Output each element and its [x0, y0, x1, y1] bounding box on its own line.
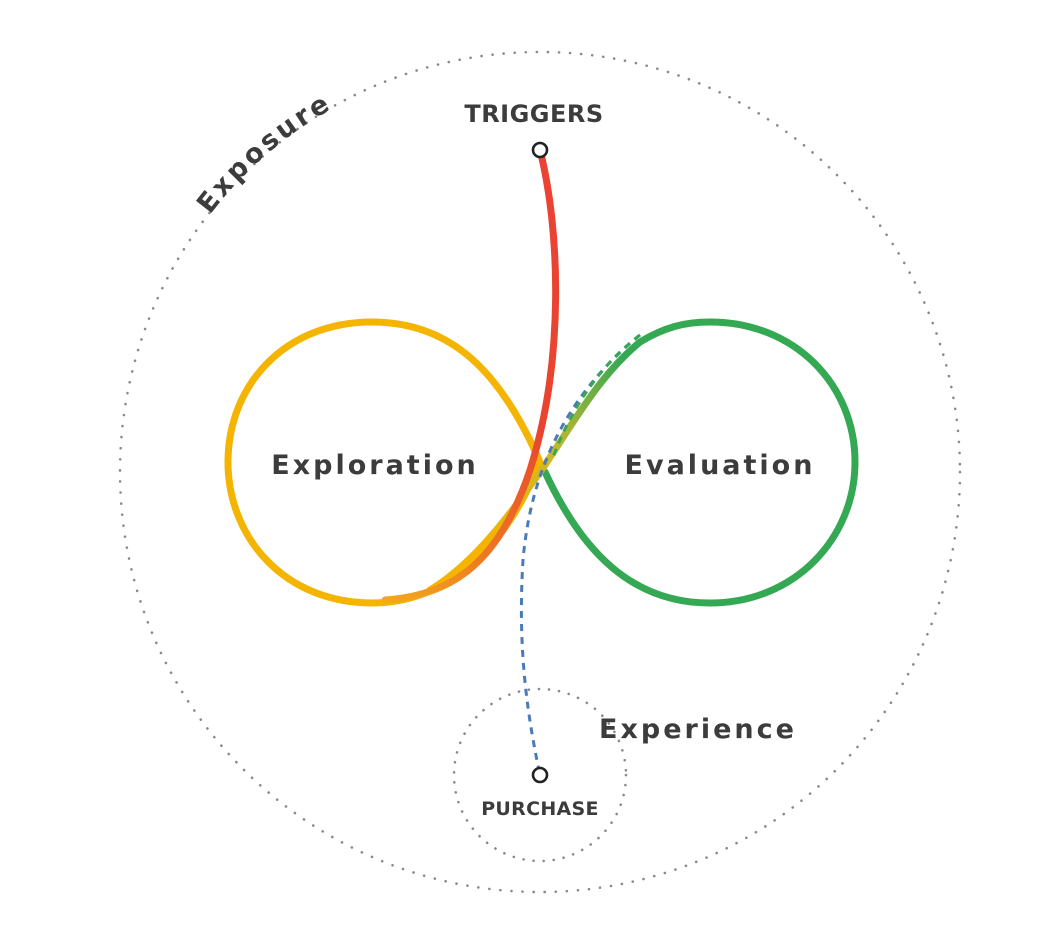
trigger-path	[381, 146, 560, 604]
triggers-label: TRIGGERS	[464, 100, 603, 128]
exposure-boundary	[118, 50, 962, 894]
triggers-node	[531, 141, 549, 159]
experience-label: Experience	[599, 714, 797, 745]
purchase-label: PURCHASE	[481, 798, 599, 820]
loop-crossing	[426, 338, 644, 594]
experience-boundary	[452, 687, 628, 863]
exploration-label: Exploration	[271, 450, 478, 481]
purchase-node	[531, 766, 549, 784]
evaluation-label: Evaluation	[625, 450, 816, 481]
purchase-path-green-segment	[550, 333, 641, 461]
exposure-label: Exposure	[191, 87, 337, 219]
purchase-path	[519, 333, 641, 776]
evaluation-loop	[541, 318, 859, 607]
